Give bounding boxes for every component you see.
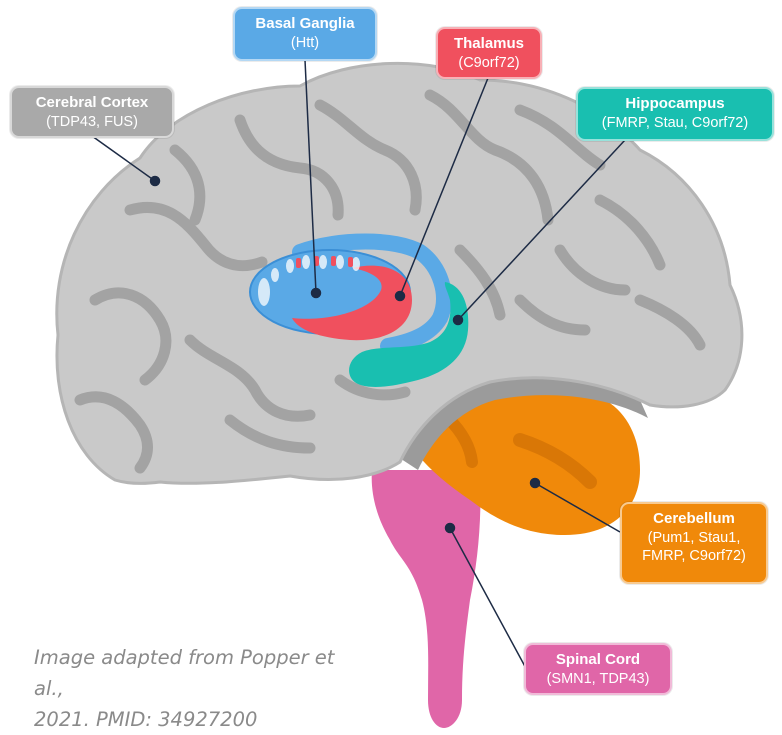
thalamus-title: Thalamus: [446, 35, 532, 54]
caption-line-1: Image adapted from Popper et al.,: [34, 642, 364, 704]
basal-ganglia-title: Basal Ganglia: [243, 15, 367, 34]
basal-ganglia-genes: (Htt): [243, 34, 367, 52]
label-cerebellum: Cerebellum (Pum1, Stau1, FMRP, C9orf72): [620, 502, 768, 584]
label-spinal-cord: Spinal Cord (SMN1, TDP43): [524, 643, 672, 695]
label-hippocampus: Hippocampus (FMRP, Stau, C9orf72): [576, 87, 774, 141]
spinal-cord-shape: [372, 470, 481, 728]
label-cerebral-cortex: Cerebral Cortex (TDP43, FUS): [10, 86, 174, 138]
hippocampus-genes: (FMRP, Stau, C9orf72): [586, 114, 764, 132]
cerebellum-genes-line1: (Pum1, Stau1,: [630, 529, 758, 547]
thalamus-genes: (C9orf72): [446, 54, 532, 72]
image-credit-caption: Image adapted from Popper et al., 2021. …: [34, 642, 364, 735]
cerebellum-title: Cerebellum: [630, 510, 758, 529]
hippocampus-title: Hippocampus: [586, 95, 764, 114]
label-basal-ganglia: Basal Ganglia (Htt): [233, 7, 377, 61]
cerebral-cortex-genes: (TDP43, FUS): [20, 113, 164, 131]
spinal-cord-genes: (SMN1, TDP43): [534, 670, 662, 688]
cerebral-cortex-title: Cerebral Cortex: [20, 94, 164, 113]
caption-line-2: 2021. PMID: 34927200: [34, 704, 364, 735]
label-thalamus: Thalamus (C9orf72): [436, 27, 542, 79]
cerebellum-genes-line2: FMRP, C9orf72): [630, 547, 758, 565]
spinal-cord-title: Spinal Cord: [534, 651, 662, 670]
